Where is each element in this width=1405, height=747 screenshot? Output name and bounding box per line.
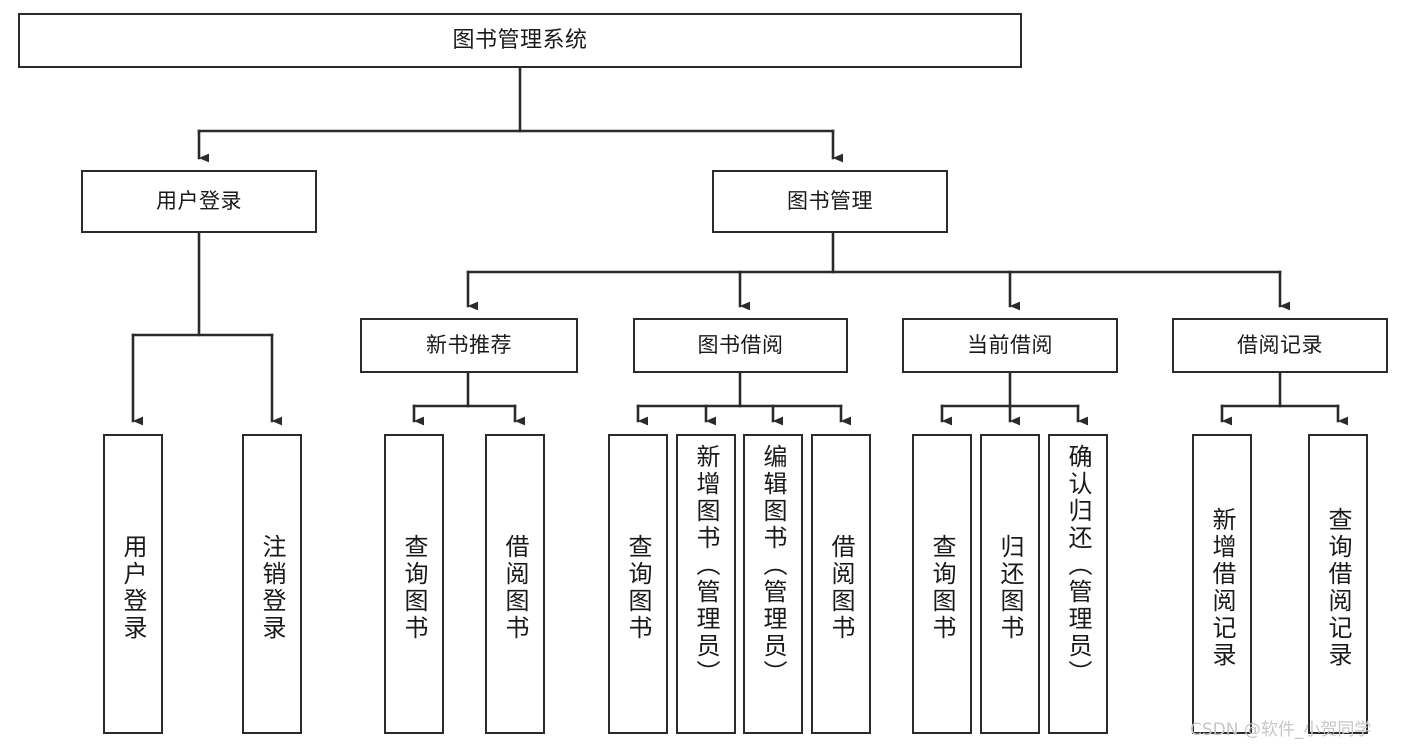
node-label: 借阅图书 xyxy=(501,534,529,642)
node-new-book-recommend[interactable]: 新书推荐 xyxy=(360,318,578,373)
leaf-borrow-book-recommend[interactable]: 借阅图书 xyxy=(485,434,545,734)
leaf-query-book-recommend[interactable]: 查询图书 xyxy=(384,434,444,734)
watermark-text: CSDN @软件_小贺同学 xyxy=(1190,720,1372,740)
node-label: 借阅图书 xyxy=(827,534,855,642)
node-current-borrow[interactable]: 当前借阅 xyxy=(902,318,1118,373)
node-label: 注销登录 xyxy=(258,534,286,642)
node-label: 归还图书 xyxy=(996,534,1024,642)
node-label: 用户登录 xyxy=(119,534,147,642)
node-label: 新增借阅记录 xyxy=(1208,507,1236,669)
node-book-borrow[interactable]: 图书借阅 xyxy=(633,318,848,373)
leaf-add-book-admin[interactable]: 新增图书（管理员） xyxy=(676,434,736,734)
leaf-query-borrow-record[interactable]: 查询借阅记录 xyxy=(1308,434,1368,734)
node-label: 查询借阅记录 xyxy=(1324,507,1352,669)
node-label: 查询图书 xyxy=(400,534,428,642)
node-label: 当前借阅 xyxy=(967,333,1053,358)
node-label: 查询图书 xyxy=(928,534,956,642)
node-label: 图书管理系统 xyxy=(452,27,588,53)
leaf-user-login[interactable]: 用户登录 xyxy=(103,434,163,734)
leaf-borrow-book[interactable]: 借阅图书 xyxy=(811,434,871,734)
leaf-query-book-borrow[interactable]: 查询图书 xyxy=(608,434,668,734)
leaf-add-borrow-record[interactable]: 新增借阅记录 xyxy=(1192,434,1252,734)
node-borrow-record[interactable]: 借阅记录 xyxy=(1172,318,1388,373)
node-label: 图书管理 xyxy=(787,189,873,214)
leaf-confirm-return-admin[interactable]: 确认归还（管理员） xyxy=(1048,434,1108,734)
node-label: 新书推荐 xyxy=(426,333,512,358)
leaf-edit-book-admin[interactable]: 编辑图书（管理员） xyxy=(743,434,803,734)
node-label: 图书借阅 xyxy=(697,333,784,358)
node-root-book-management-system[interactable]: 图书管理系统 xyxy=(18,13,1022,68)
node-user-login[interactable]: 用户登录 xyxy=(81,170,317,233)
leaf-return-book[interactable]: 归还图书 xyxy=(980,434,1040,734)
leaf-logout[interactable]: 注销登录 xyxy=(242,434,302,734)
node-label: 用户登录 xyxy=(156,189,242,214)
node-label: 新增图书（管理员） xyxy=(692,444,720,687)
node-label: 确认归还（管理员） xyxy=(1064,444,1092,687)
node-label: 借阅记录 xyxy=(1237,333,1323,358)
node-label: 编辑图书（管理员） xyxy=(759,444,787,687)
leaf-query-book-current[interactable]: 查询图书 xyxy=(912,434,972,734)
node-book-management[interactable]: 图书管理 xyxy=(712,170,948,233)
node-label: 查询图书 xyxy=(624,534,652,642)
